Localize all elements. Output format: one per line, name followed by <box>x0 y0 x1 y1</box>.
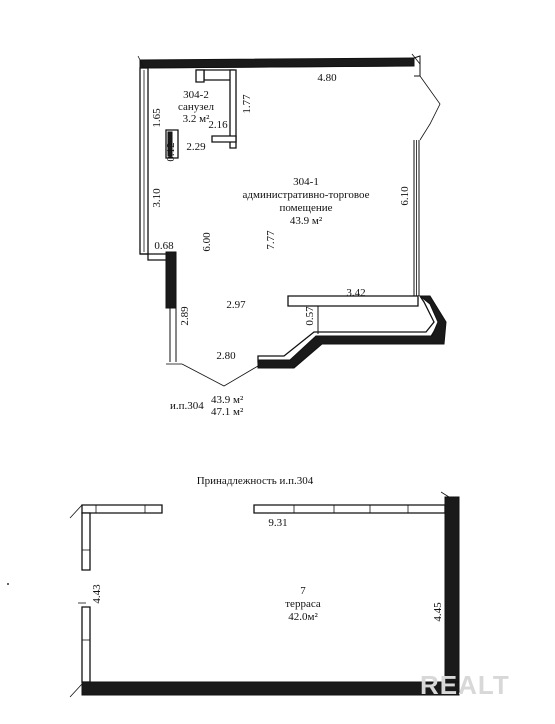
dim-777: 7.77 <box>265 230 277 250</box>
bay-projection-shell <box>257 295 447 369</box>
dim-wc-inner: 1.77 <box>241 94 253 114</box>
dim-wc-216: 2.16 <box>208 119 228 131</box>
terrace-dim-left: 4.43 <box>91 584 103 604</box>
dim-right: 6.10 <box>399 186 411 206</box>
summary-area-2: 47.1 м² <box>211 406 244 418</box>
terrace-number: 7 <box>300 585 306 597</box>
bathroom-walls <box>165 69 237 159</box>
right-window-wall <box>413 140 420 296</box>
dim-057: 0.57 <box>304 306 316 326</box>
terrace-left-upper-rail <box>81 512 91 571</box>
terrace-area: 42.0м² <box>288 611 318 623</box>
dim-280: 2.80 <box>216 350 236 362</box>
terrace-left-lower-rail <box>81 606 91 683</box>
bottom-door-swing <box>181 363 259 387</box>
summary-area-1: 43.9 м² <box>211 394 244 406</box>
stray-mark <box>7 583 9 585</box>
right-corner-stub <box>413 55 421 77</box>
unit-304-plan <box>137 53 447 387</box>
dim-297: 2.97 <box>226 299 246 311</box>
dim-342: 3.42 <box>346 287 365 299</box>
terrace-bottom-wall <box>81 681 460 696</box>
dim-068: 0.68 <box>154 240 174 252</box>
dim-left-mid: 3.10 <box>151 188 163 208</box>
dim-left-lower: 2.89 <box>179 306 191 326</box>
terrace-labels: 9.31 4.43 4.45 7 терраса 42.0м² <box>91 517 444 623</box>
room-1-name-1: административно-торговое <box>243 189 370 201</box>
terrace-top-left-hatch <box>69 504 83 519</box>
top-exterior-wall <box>139 57 415 69</box>
dim-left-upper: 1.65 <box>151 108 163 128</box>
room-1-area: 43.9 м² <box>290 215 323 227</box>
terrace-heading: Принадлежность и.п.304 <box>197 475 314 487</box>
unit-304-labels: 4.80 6.10 304-2 санузел 3.2 м² 1.77 2.16… <box>151 72 411 418</box>
right-door-swing <box>419 75 441 141</box>
terrace-dim-right: 4.45 <box>432 602 444 622</box>
left-column-dark <box>165 251 177 309</box>
top-wall-inner-line <box>149 65 411 69</box>
room-1-name-2: помещение <box>279 202 332 214</box>
left-wall-lower <box>169 308 177 362</box>
room-2-number: 304-2 <box>183 89 209 101</box>
internal-wall-342 <box>287 295 419 307</box>
terrace-dim-top: 9.31 <box>268 517 287 529</box>
summary-prefix: и.п.304 <box>170 400 204 412</box>
dim-012: 0.12 <box>165 142 177 161</box>
realt-watermark: REALT <box>420 670 510 700</box>
room-2-area: 3.2 м² <box>183 113 210 125</box>
dim-229: 2.29 <box>186 141 206 153</box>
room-2-name: санузел <box>178 101 215 113</box>
terrace-top-left-rail <box>81 504 163 514</box>
dim-600: 6.00 <box>201 232 213 252</box>
dim-top: 4.80 <box>317 72 337 84</box>
terrace-top-right-rail <box>253 504 446 514</box>
top-wall-right-hatch <box>411 53 421 65</box>
terrace-name: терраса <box>285 598 321 610</box>
terrace-plan <box>69 491 460 698</box>
terrace-right-wall <box>444 496 460 696</box>
room-1-number: 304-1 <box>293 176 319 188</box>
